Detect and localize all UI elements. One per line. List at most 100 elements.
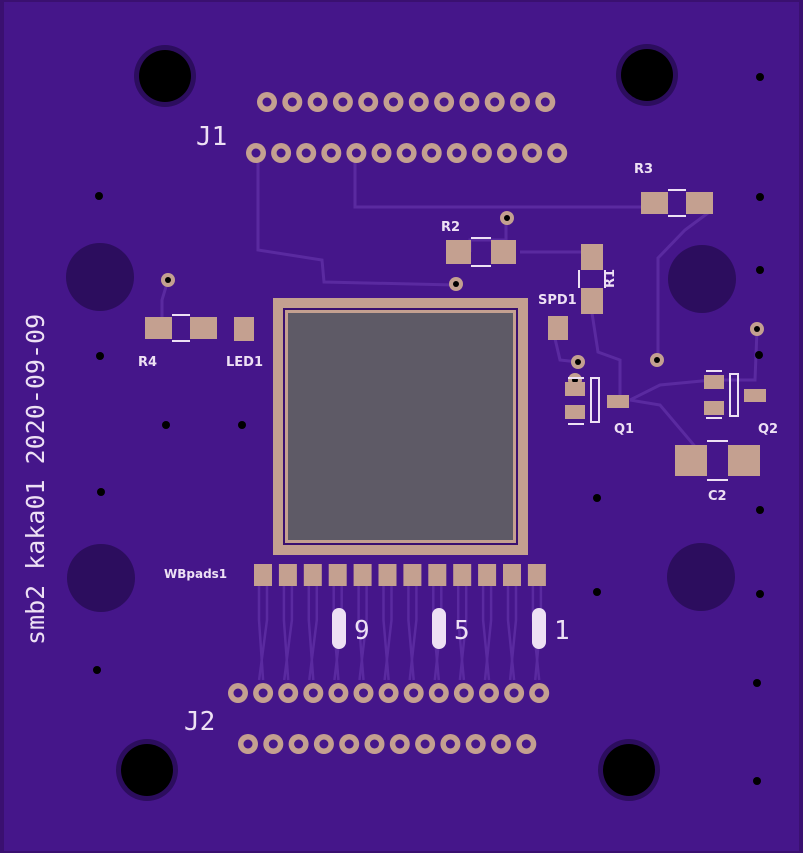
pin5-slot (432, 608, 446, 649)
via (95, 192, 103, 200)
j1-row-top-pin-drill (313, 97, 323, 107)
label-r3: R3 (634, 162, 653, 177)
wbpad-trace (508, 586, 518, 681)
j2-row-top-pin-drill (434, 688, 444, 698)
j1-row-bottom-pin-drill (301, 148, 311, 158)
j1-row-top-pin-drill (389, 97, 398, 107)
main-chip (273, 298, 528, 555)
via (756, 193, 764, 201)
r4-pad-left (145, 317, 172, 339)
label-r2: R2 (441, 220, 460, 235)
r3-pad-left (641, 192, 668, 214)
r4-pad-right (190, 317, 217, 339)
r3-pad-right (686, 192, 713, 214)
wbpad (453, 564, 472, 586)
via (756, 73, 764, 81)
wbpad (278, 564, 297, 586)
mounting-holes (66, 44, 736, 801)
chip-die (288, 313, 513, 540)
r1-outline (578, 270, 606, 288)
j2-row-bottom-pin-drill (420, 739, 430, 749)
via-ring-drill (754, 326, 760, 332)
q2-pad-1 (704, 375, 724, 389)
j1-row-bottom-pin-drill (326, 148, 336, 158)
via (162, 421, 170, 429)
q1-pad-2 (565, 405, 585, 419)
j2-row-top-pin-drill (509, 688, 519, 698)
j2-row-bottom-pin-drill (294, 739, 304, 749)
j2-row-top-pin-drill (283, 688, 293, 698)
spd1-pad (548, 316, 568, 340)
label-r4: R4 (138, 355, 157, 370)
j2-row-bottom-pin-drill (243, 739, 253, 749)
wbpad (403, 564, 422, 586)
j2-row-top-pin-drill (333, 688, 343, 698)
label-led1: LED1 (226, 355, 263, 370)
j2-row-top-pin-drill (233, 688, 243, 698)
j1-row-bottom-pin-drill (276, 148, 286, 158)
r3-outline (668, 189, 686, 217)
label-j1: J1 (196, 122, 227, 152)
wbpads-row (254, 564, 546, 586)
j2-row-top-pin-drill (409, 688, 419, 698)
wbpad (503, 564, 521, 586)
j2-row-bottom-pin-drill (395, 739, 405, 749)
label-r1: R1 (603, 269, 618, 288)
j2-row-bottom-pin-drill (521, 739, 531, 749)
j2-row-bottom-pin-drill (319, 739, 329, 749)
board-id-text: smb2 kaka01 2020-09-09 (21, 314, 50, 645)
j1-row-bottom-pin-drill (477, 148, 487, 158)
label-pin9: 9 (354, 616, 370, 646)
j2-row-bottom-pin-drill (496, 739, 506, 749)
j2-row-top-pin-drill (384, 688, 394, 698)
j1-row-top-pin-drill (464, 97, 474, 107)
via (753, 679, 761, 687)
j1-row-top-pin-drill (363, 97, 373, 107)
pin9-slot (332, 608, 346, 649)
j1-row-top-pin-drill (287, 97, 297, 107)
r1-pad-bottom (581, 288, 603, 314)
pin-headers (228, 92, 568, 754)
j1-row-bottom-pin-drill (552, 148, 562, 158)
j1-row-top-pin-drill (515, 97, 525, 107)
vias (93, 73, 764, 785)
via-ring-drill (504, 215, 510, 221)
j2-row-top-pin-drill (359, 688, 368, 698)
wbpad-traces (257, 586, 543, 681)
j1-row-bottom-pin-drill (427, 148, 437, 158)
mount-hole-bottom-right-drill (603, 744, 655, 796)
traces (160, 153, 759, 451)
j1-row-bottom-pin-drill (502, 148, 512, 158)
j1-row-top-pin-drill (439, 97, 449, 107)
wbpad (254, 564, 272, 586)
smd-components (145, 189, 766, 481)
wbpad-trace (483, 586, 493, 681)
q2-pad-2 (704, 401, 724, 415)
r2-pad-left (446, 240, 471, 264)
pin-markers (332, 608, 546, 649)
j1-row-bottom-pin-drill (351, 148, 361, 158)
silkscreen-labels: J1 J2 R3 R2 R1 SPD1 R4 LED1 Q1 Q2 C2 WBp… (21, 122, 778, 737)
via (238, 421, 246, 429)
via (756, 506, 764, 514)
wbpad-trace (408, 586, 418, 681)
via (753, 777, 761, 785)
wbpad-trace (383, 586, 393, 681)
j2-row-top-pin-drill (459, 688, 469, 698)
wbpad-trace (257, 586, 269, 681)
via (755, 351, 763, 359)
mount-pad-left-upper (66, 243, 134, 311)
via (593, 588, 601, 596)
wbpad (478, 564, 497, 586)
j1-row-bottom-pin-drill (251, 148, 261, 158)
j1-row-bottom-pin-drill (377, 148, 386, 158)
j1-row-top-pin-drill (338, 97, 348, 107)
mount-pad-right-lower (667, 543, 735, 611)
q2-mark (706, 370, 722, 419)
led1-pad (234, 317, 254, 341)
j2-row-bottom-pin-drill (268, 739, 278, 749)
c2-pad-left (675, 445, 707, 476)
label-wbpads1: WBpads1 (164, 567, 227, 581)
j2-row-bottom-pin-drill (471, 739, 481, 749)
wbpad-trace (358, 586, 368, 681)
